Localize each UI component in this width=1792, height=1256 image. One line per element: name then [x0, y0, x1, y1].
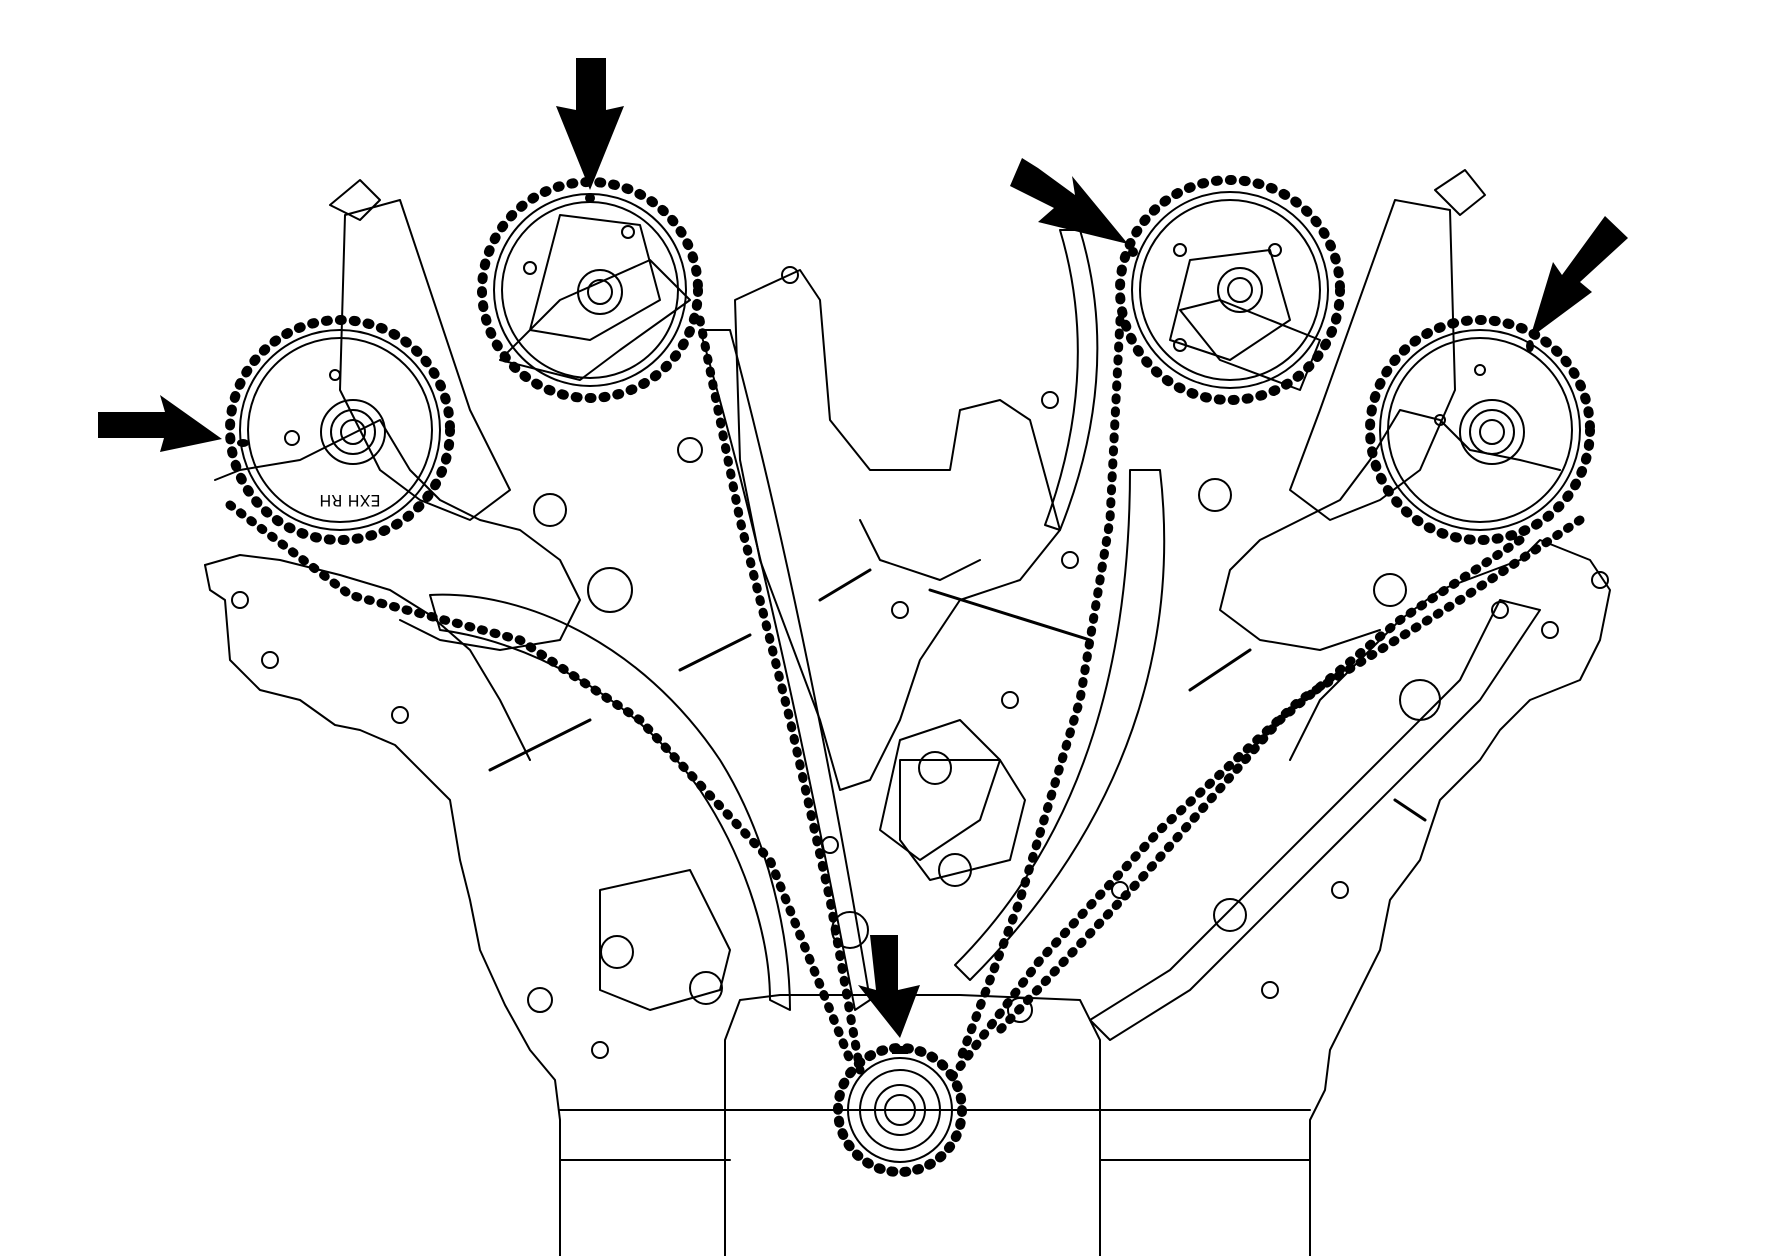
tensioner-bolt [689, 971, 723, 1005]
arrow-right-exhaust-mark [1530, 216, 1628, 338]
right-lower-guide [1089, 599, 1541, 1041]
tensioner-bolt [600, 935, 634, 969]
right-exhaust-sprocket [1365, 315, 1595, 545]
bolt-holes [231, 266, 1609, 1059]
tensioner-bolt [938, 853, 972, 887]
section-lines [488, 568, 1427, 822]
right-cam-carrier [1219, 409, 1561, 651]
arrow-right-intake-mark [1010, 158, 1128, 244]
left-vct-solenoid [329, 179, 511, 521]
arrow-left-intake-mark [556, 58, 624, 190]
oil-pump-outline [724, 994, 1101, 1256]
left-intake-sprocket [477, 177, 703, 403]
tensioner-bolt [918, 751, 952, 785]
arrow-left-exhaust-mark [98, 395, 222, 452]
upper-cover-left [204, 554, 531, 761]
left-cam-carrier [214, 419, 581, 651]
left-primary-guide [429, 593, 791, 1011]
right-primary-guide [954, 469, 1166, 981]
right-tensioner [899, 759, 1026, 881]
right-intake-sprocket [1115, 175, 1345, 405]
right-fixed-guide [1044, 229, 1099, 531]
sprocket-stamp: EXH RH [319, 491, 380, 510]
front-cover-bottom [559, 1109, 1311, 1161]
arrow-crankshaft-mark [858, 935, 920, 1038]
timing-marks [237, 193, 1534, 1054]
valley-cover [734, 269, 1061, 791]
timing-chains [225, 315, 1585, 1085]
valley-bracket [859, 519, 1001, 861]
left-exhaust-sprocket [225, 315, 455, 545]
left-tensioner [599, 869, 731, 1011]
